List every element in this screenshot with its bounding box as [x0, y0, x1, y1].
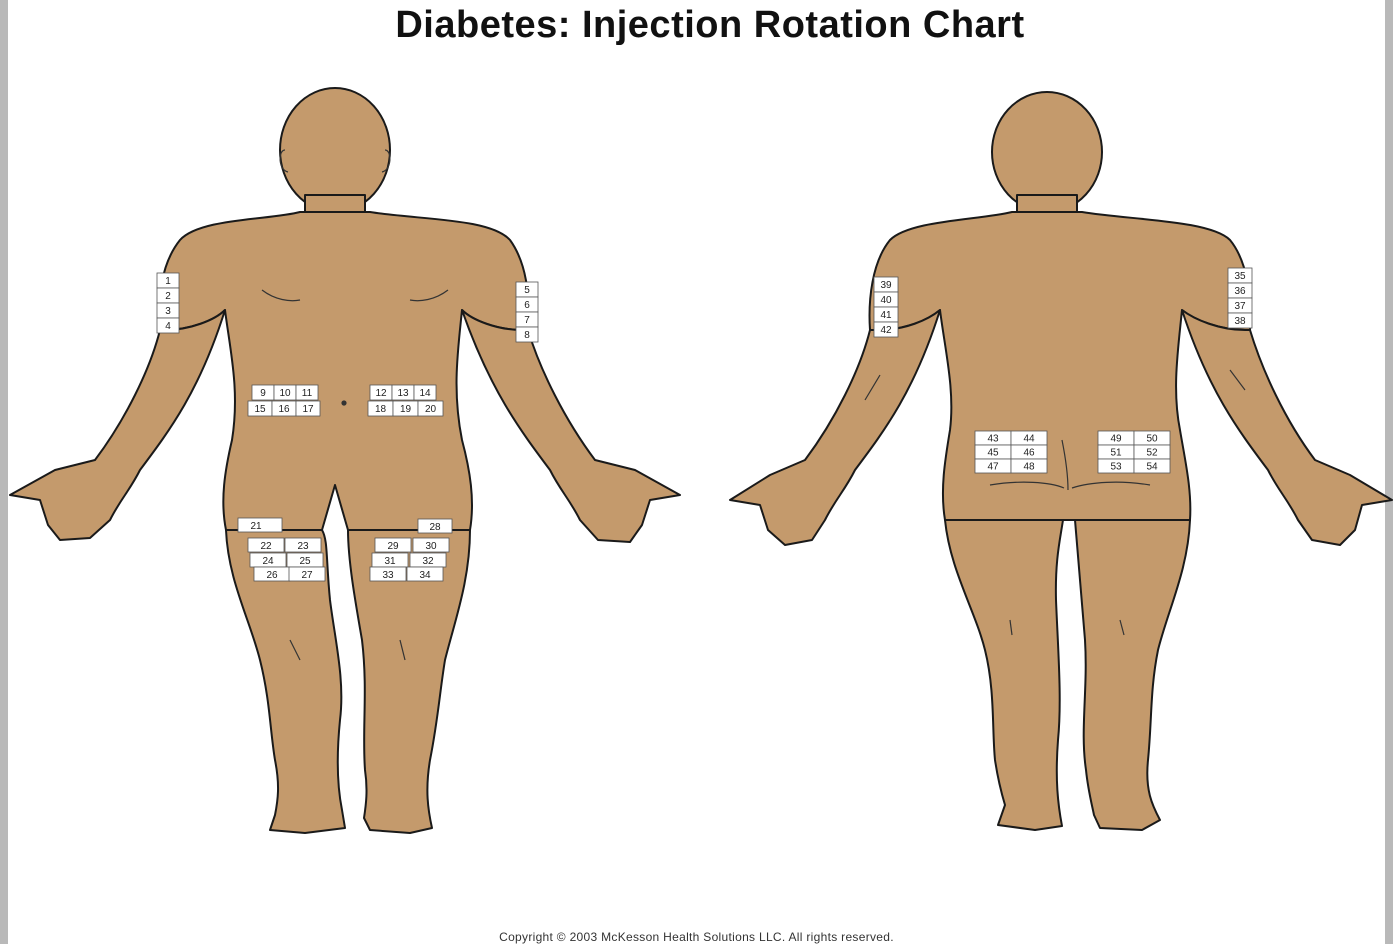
injection-site-number: 16	[278, 404, 290, 415]
injection-site-number: 46	[1023, 448, 1035, 459]
injection-site-number: 19	[400, 404, 412, 415]
injection-site-number: 47	[987, 462, 999, 473]
back-left-arm-sites: 39 40 41 42	[874, 277, 898, 337]
back-right-arm-sites: 35 36 37 38	[1228, 268, 1252, 328]
human-body-back-icon	[730, 92, 1392, 830]
injection-site-number: 49	[1110, 434, 1122, 445]
injection-site-number: 39	[880, 280, 892, 291]
injection-site-number: 52	[1146, 448, 1158, 459]
injection-site-number: 22	[260, 541, 272, 552]
injection-site-number: 3	[165, 306, 171, 317]
injection-site-number: 13	[397, 388, 409, 399]
injection-site-number: 33	[382, 570, 394, 581]
injection-site-number: 17	[302, 404, 314, 415]
injection-site-number: 35	[1234, 271, 1246, 282]
injection-site-number: 32	[422, 556, 434, 567]
front-abdomen-left-bottom: 18 19 20	[368, 401, 443, 416]
injection-site-number: 20	[425, 404, 437, 415]
injection-site-number: 12	[375, 388, 387, 399]
injection-site-number: 24	[262, 556, 274, 567]
front-abdomen-right-bottom: 15 16 17	[248, 401, 320, 416]
front-right-arm-sites: 1 2 3 4	[157, 273, 179, 333]
injection-site-number: 50	[1146, 434, 1158, 445]
front-abdomen-left-top: 12 13 14	[370, 385, 436, 400]
injection-site-number: 51	[1110, 448, 1122, 459]
injection-site-number: 40	[880, 295, 892, 306]
injection-site-number: 27	[301, 570, 313, 581]
injection-site-number: 10	[279, 388, 291, 399]
injection-site-number: 48	[1023, 462, 1035, 473]
injection-site-number: 11	[302, 388, 313, 399]
front-abdomen-right-top: 9 10 11	[252, 385, 318, 400]
injection-site-number: 36	[1234, 286, 1246, 297]
back-left-buttock-sites: 43 44 45 46 47 48	[975, 431, 1047, 473]
injection-site-number: 23	[297, 541, 309, 552]
injection-site-number: 54	[1146, 462, 1158, 473]
back-right-buttock-sites: 49 50 51 52 53 54	[1098, 431, 1170, 473]
injection-site-number: 18	[375, 404, 387, 415]
injection-site-number: 15	[254, 404, 266, 415]
injection-site-number: 42	[880, 325, 892, 336]
injection-site-number: 53	[1110, 462, 1122, 473]
injection-site-number: 43	[987, 434, 999, 445]
injection-site-number: 14	[419, 388, 431, 399]
injection-site-number: 6	[524, 300, 530, 311]
injection-site-number: 21	[250, 521, 262, 532]
injection-site-number: 37	[1234, 301, 1246, 312]
injection-site-number: 26	[266, 570, 278, 581]
injection-site-number: 1	[165, 276, 171, 287]
injection-site-number: 38	[1234, 316, 1246, 327]
copyright-notice: Copyright © 2003 McKesson Health Solutio…	[0, 930, 1393, 944]
injection-site-number: 25	[299, 556, 311, 567]
injection-site-number: 28	[429, 522, 441, 533]
injection-site-number: 44	[1023, 434, 1035, 445]
injection-site-number: 34	[419, 570, 431, 581]
injection-site-number: 45	[987, 448, 999, 459]
injection-site-number: 9	[260, 388, 266, 399]
front-left-arm-sites: 5 6 7 8	[516, 282, 538, 342]
injection-site-number: 2	[165, 291, 171, 302]
injection-site-number: 8	[524, 330, 530, 341]
injection-site-number: 5	[524, 285, 530, 296]
injection-site-number: 30	[425, 541, 437, 552]
injection-site-number: 41	[880, 310, 892, 321]
injection-site-number: 7	[524, 315, 530, 326]
injection-site-number: 29	[387, 541, 399, 552]
injection-site-number: 31	[384, 556, 396, 567]
injection-site-number: 4	[165, 321, 171, 332]
human-body-front-icon	[10, 88, 680, 833]
